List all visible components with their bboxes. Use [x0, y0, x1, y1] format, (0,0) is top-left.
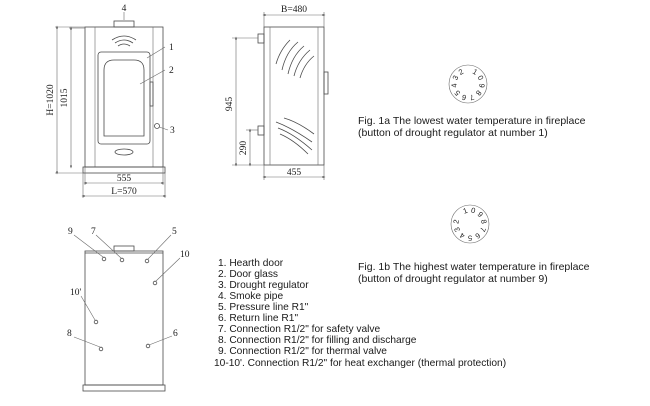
legend-item-8: 8. Connection R1/2" for filling and disc… [218, 335, 417, 346]
dial-a-number-8: 3 [451, 74, 461, 82]
dim-height-inlet: 290 [239, 141, 249, 156]
side-vent-slots-top [275, 39, 315, 79]
dial-a-number-0: 1 [471, 67, 479, 77]
stove-base [82, 166, 166, 174]
connection-5 [144, 258, 150, 264]
connection-6 [145, 343, 151, 349]
rear-base [82, 384, 166, 392]
smoke-pipe [113, 20, 135, 28]
dial-b-face [450, 204, 490, 244]
connection-7 [119, 257, 125, 263]
dial-b-number-3: 8 [479, 219, 489, 225]
dial-a-number-5: 6 [461, 92, 468, 102]
connection-10 [152, 280, 158, 286]
rear-callout-8: 8 [67, 329, 72, 339]
connection-8 [98, 346, 104, 352]
side-outlet-stub [257, 33, 265, 44]
rear-callout-10: 10 [180, 250, 190, 260]
dial-a-number-4: 7 [469, 92, 476, 102]
rear-smoke-pipe [113, 245, 135, 252]
side-handle [323, 71, 329, 95]
dim-depth-top: B=480 [281, 5, 307, 15]
connection-10-prime [93, 319, 99, 325]
dial-b-number-4: 7 [478, 226, 488, 233]
callout-1: 1 [169, 43, 174, 53]
dial-b-number-7: 4 [458, 231, 466, 241]
caption-1b-line1: Fig. 1b The highest water temperature in… [358, 261, 590, 273]
door-handle [149, 81, 154, 107]
legend-item-2: 2. Door glass [218, 269, 278, 280]
dim-width-total: L=570 [111, 187, 137, 197]
rear-callout-9: 9 [68, 227, 73, 237]
dial-b-number-5: 6 [473, 231, 481, 241]
logo-badge [114, 148, 134, 156]
dim-width-inner: 555 [117, 174, 132, 184]
side-view: B=480 945 290 455 [225, 5, 329, 180]
drought-regulator-knob [154, 123, 160, 129]
legend-item-10: 10-10'. Connection R1/2" for heat exchan… [214, 358, 506, 369]
stove-rear-body [84, 250, 164, 386]
top-grille [111, 35, 137, 47]
dial-a-number-3: 8 [474, 89, 484, 98]
stove-front-body [84, 26, 164, 168]
dial-b-number-0: 1 [462, 206, 469, 216]
dial-b-number-2: 9 [475, 210, 484, 219]
rear-callout-10-prime: 10' [70, 288, 82, 298]
dimension-lines-side [232, 12, 326, 180]
callout-2: 2 [169, 66, 174, 76]
stove-side-body [263, 26, 325, 166]
dial-a-face [448, 64, 488, 104]
dial-b-number-1: 0 [470, 206, 476, 216]
dial-a-number-6: 5 [453, 89, 463, 98]
rear-callout-5: 5 [172, 227, 177, 237]
legend: 1. Hearth door 2. Door glass 3. Drought … [214, 258, 506, 369]
legend-item-1: 1. Hearth door [218, 258, 284, 269]
caption-1b-line2: (button of drought regulator at number 9… [358, 273, 548, 285]
dim-depth-bottom: 455 [287, 168, 302, 178]
dial-a-number-9: 2 [457, 67, 465, 77]
caption-1a-line2: (button of drought regulator at number 1… [358, 127, 548, 139]
dimension-lines-front [55, 25, 167, 198]
legend-item-3: 3. Drought regulator [218, 280, 309, 291]
callout-3: 3 [170, 126, 175, 136]
dim-total-height: H=1020 [46, 84, 56, 115]
callout-4: 4 [122, 4, 127, 14]
dial-b-number-8: 3 [452, 226, 462, 233]
dial-a-number-1: 0 [476, 74, 486, 82]
caption-1a-line1: Fig. 1a The lowest water temperature in … [358, 115, 586, 127]
dial-b-number-6: 5 [468, 234, 472, 243]
rear-view: 9 7 5 10 10' 8 6 [67, 227, 190, 392]
dial-a-number-7: 4 [449, 83, 458, 88]
door-glass [103, 59, 145, 137]
side-inlet-stub [257, 125, 265, 136]
legend-item-6: 6. Return line R1" [218, 313, 298, 324]
legend-item-4: 4. Smoke pipe [218, 291, 283, 302]
legend-item-7: 7. Connection R1/2" for safety valve [218, 324, 381, 335]
front-view: 4 1 2 3 H=1020 1015 555 L=570 [46, 4, 175, 198]
legend-item-9: 9. Connection R1/2" for thermal valve [218, 346, 387, 357]
dial-a-number-2: 9 [477, 83, 486, 88]
dial-b-number-9: 2 [451, 219, 461, 225]
dim-height: 1015 [60, 88, 70, 107]
dim-height-outlet: 945 [225, 97, 235, 112]
connection-9 [101, 256, 107, 262]
side-vent-slots-bottom [275, 117, 315, 155]
hearth-door [97, 51, 151, 145]
legend-item-5: 5. Pressure line R1" [218, 302, 309, 313]
rear-callout-7: 7 [91, 227, 96, 237]
rear-callout-6: 6 [173, 329, 178, 339]
